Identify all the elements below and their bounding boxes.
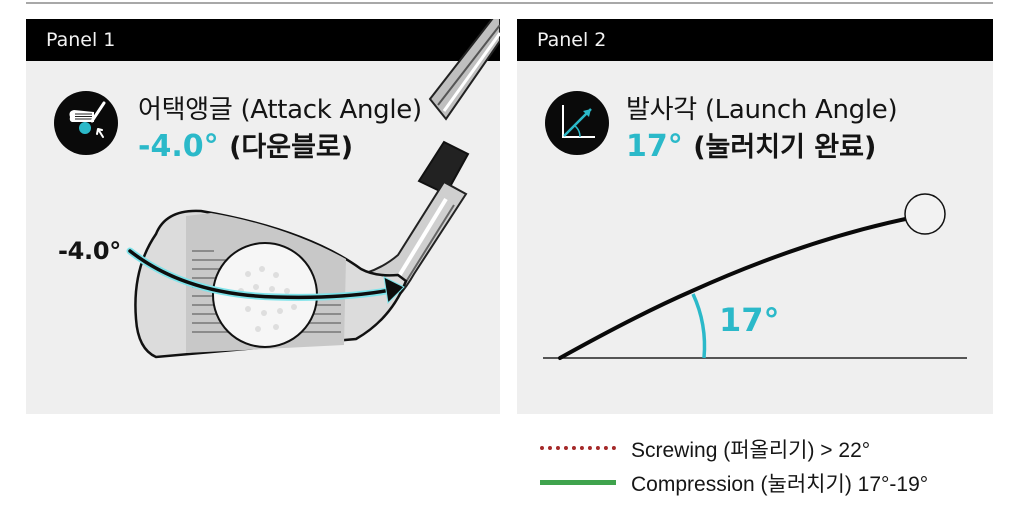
dotted-line-swatch bbox=[540, 446, 616, 450]
iron-club-illustration bbox=[126, 19, 500, 359]
launch-angle-icon bbox=[545, 91, 609, 155]
panel-title: 발사각 (Launch Angle) bbox=[626, 95, 898, 125]
value-number: 17° bbox=[626, 129, 683, 164]
launch-angle-value: 17° (눌러치기 완료) bbox=[626, 125, 876, 164]
panel-title: 어택앵글 (Attack Angle) bbox=[138, 95, 422, 125]
panel-attack-angle: Panel 1 어택앵글 (Attack Angle) -4.0° (다운블로) bbox=[26, 19, 500, 414]
value-note: (다운블로) bbox=[229, 132, 354, 163]
value-note: (눌러치기 완료) bbox=[693, 132, 877, 163]
panel-launch-angle: Panel 2 발사각 (Launch Angle) 17° (눌러치기 완료)… bbox=[517, 19, 993, 414]
diagram-angle-label: -4.0° bbox=[58, 237, 121, 265]
diagram-angle-label: 17° bbox=[719, 301, 780, 339]
panel-header: Panel 1 bbox=[26, 19, 500, 61]
launch-trajectory-diagram bbox=[543, 193, 967, 360]
legend-label: Compression (눌러치기) 17°-19° bbox=[631, 473, 929, 496]
value-number: -4.0° bbox=[138, 129, 219, 164]
top-divider bbox=[26, 2, 993, 4]
club-impact-icon bbox=[54, 91, 118, 155]
panel-header: Panel 2 bbox=[517, 19, 993, 61]
attack-angle-value: -4.0° (다운블로) bbox=[138, 125, 353, 164]
solid-line-swatch bbox=[540, 480, 616, 485]
legend-label: Screwing (퍼올리기) > 22° bbox=[631, 439, 871, 462]
